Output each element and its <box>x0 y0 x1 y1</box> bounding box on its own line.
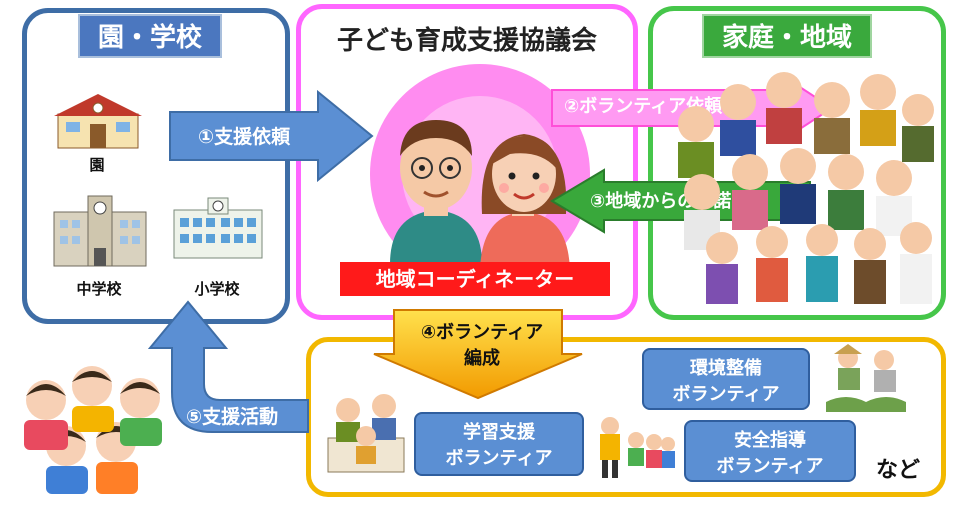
learning-support-line2: ボランティア <box>416 446 582 472</box>
volunteer-formation-label-line2: 編成 <box>392 346 572 372</box>
safety-guidance-illustration <box>596 414 676 482</box>
support-request-label: ①支援依頼 <box>198 122 290 149</box>
safety-box: 安全指導 ボランティア <box>684 420 856 482</box>
junior-high-building-icon <box>52 192 148 268</box>
children-illustration <box>16 362 176 494</box>
learning-support-line1: 学習支援 <box>416 420 582 446</box>
learning-support-illustration <box>326 392 406 476</box>
learning-support-box: 学習支援 ボランティア <box>414 412 584 476</box>
elementary-building-icon <box>172 196 264 260</box>
safety-line1: 安全指導 <box>686 428 854 454</box>
junior-high-label: 中学校 <box>58 278 140 299</box>
environment-line1: 環境整備 <box>644 356 808 382</box>
community-people-illustration <box>672 62 940 306</box>
kindergarten-building-icon <box>52 90 144 152</box>
support-activity-label: ⑤支援活動 <box>186 402 278 429</box>
volunteer-formation-label-line1: ④ボランティア <box>392 320 572 346</box>
kindergarten-label: 園 <box>82 154 112 175</box>
volunteer-formation-label: ④ボランティア 編成 <box>392 320 572 372</box>
school-title: 園・学校 <box>78 14 222 58</box>
elementary-label: 小学校 <box>176 278 258 299</box>
coordinator-label: 地域コーディネーター <box>340 262 610 296</box>
environment-line2: ボランティア <box>644 382 808 408</box>
environment-box: 環境整備 ボランティア <box>642 348 810 410</box>
environment-maintenance-illustration <box>826 340 906 412</box>
safety-line2: ボランティア <box>686 454 854 480</box>
home-community-title: 家庭・地域 <box>702 14 872 58</box>
council-title: 子ども育成支援協議会 <box>300 20 634 57</box>
etc-label: など <box>876 452 920 484</box>
